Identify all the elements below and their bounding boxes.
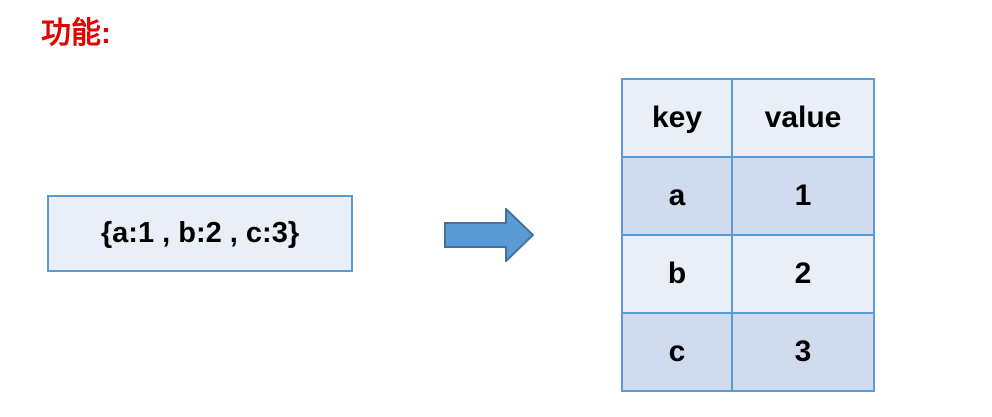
page-title: 功能: — [41, 17, 111, 50]
key-cell: a — [621, 156, 733, 236]
value-cell: 2 — [731, 234, 875, 314]
value-cell: 3 — [731, 312, 875, 392]
value-column-header: value — [731, 78, 875, 158]
table-header-row: key value — [621, 78, 875, 158]
table-row: c 3 — [621, 312, 875, 392]
key-value-table: key value a 1 b 2 c 3 — [621, 78, 875, 392]
table-row: a 1 — [621, 156, 875, 236]
key-cell: c — [621, 312, 733, 392]
input-object-box: {a:1 , b:2 , c:3} — [47, 195, 353, 272]
key-column-header: key — [621, 78, 733, 158]
input-object-text: {a:1 , b:2 , c:3} — [100, 217, 300, 249]
right-arrow-icon — [444, 208, 534, 262]
value-cell: 1 — [731, 156, 875, 236]
key-cell: b — [621, 234, 733, 314]
table-row: b 2 — [621, 234, 875, 314]
